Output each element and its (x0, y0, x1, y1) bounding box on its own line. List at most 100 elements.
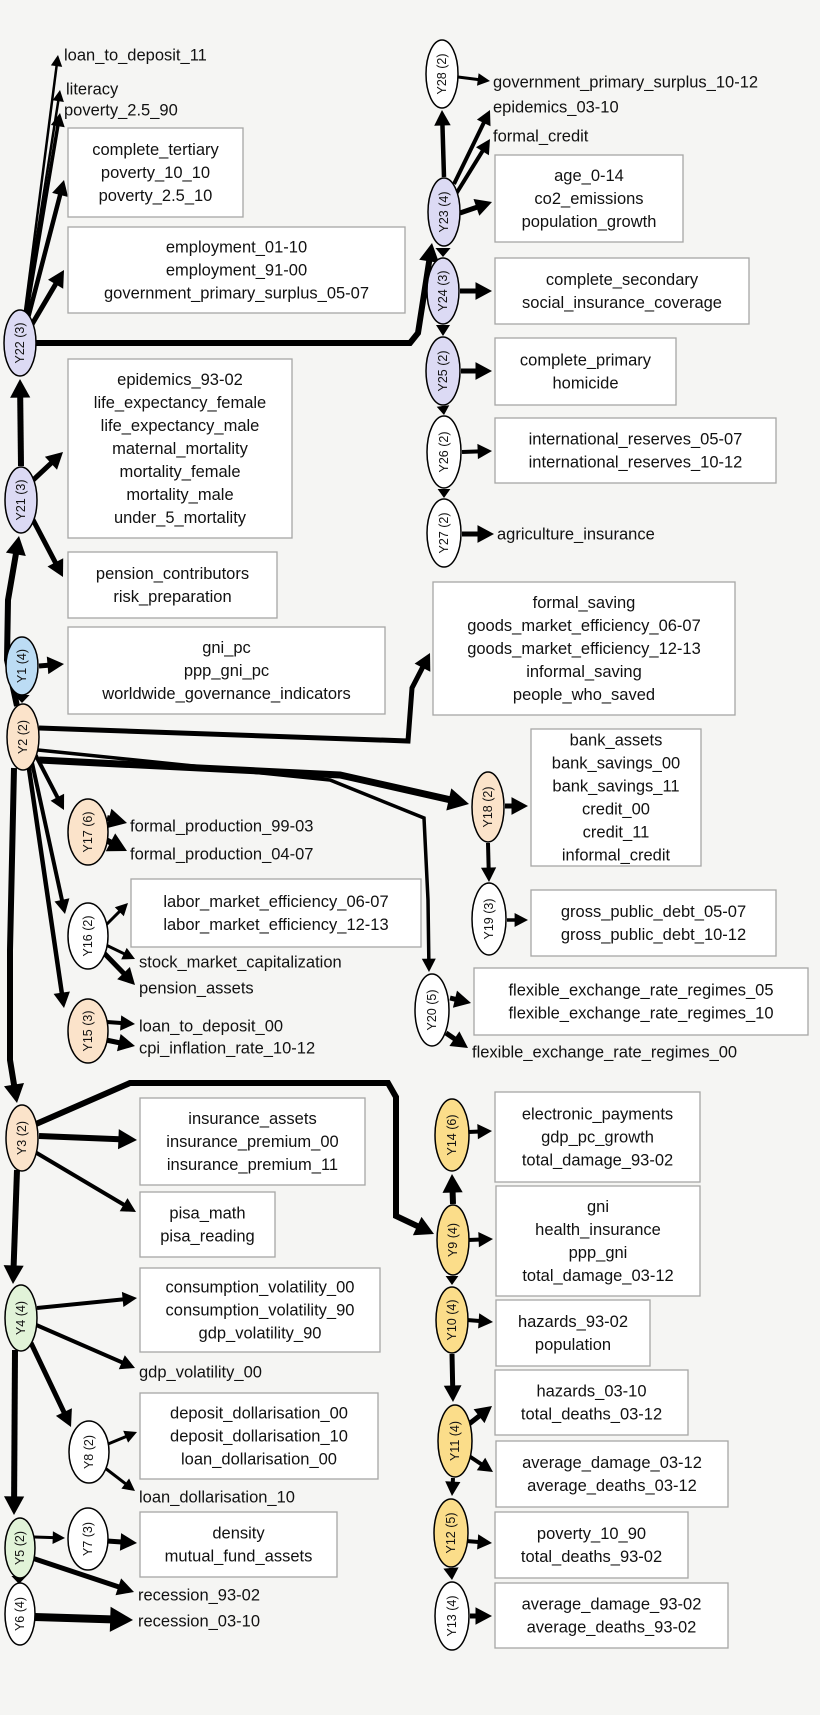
edge-arrowhead-3 (52, 180, 69, 197)
indicator-text: bank_savings_11 (552, 778, 679, 796)
indicator-text: average_deaths_03-12 (527, 1477, 697, 1495)
indicator-text: total_deaths_93-02 (521, 1548, 662, 1566)
edge-arrowhead-39 (475, 362, 492, 380)
edge-arrowhead-50 (55, 1408, 72, 1427)
edge-arrowhead-1 (52, 90, 64, 102)
indicator-text: gni (587, 1198, 609, 1216)
edge-arrowhead-30 (449, 1031, 468, 1048)
edge-arrowhead-28 (514, 913, 528, 927)
edge-arrowhead-37 (475, 282, 492, 300)
indicator-text: credit_00 (582, 801, 650, 819)
edge-arrowhead-32 (477, 73, 490, 86)
edge-arrowhead-20 (105, 833, 127, 852)
node-ellipse-Y21 (4, 466, 38, 534)
edge-arrowhead-55 (119, 1533, 137, 1551)
node-label-Y9: Y9 (4) (446, 1223, 460, 1257)
edge-arrowhead-69 (443, 1567, 459, 1580)
indicator-text: gni_pc (202, 639, 251, 657)
node-label-Y2: Y2 (2) (16, 720, 30, 754)
indicator-box-insurance: insurance_assetsinsurance_premium_00insu… (139, 1097, 366, 1186)
edge-arrowhead-23 (117, 967, 135, 985)
edge-17 (25, 761, 65, 1000)
node-ellipse-Y24 (426, 257, 460, 325)
indicator-text: insurance_premium_00 (166, 1133, 338, 1151)
indicator-box-rect-avg-damage03 (495, 1440, 729, 1508)
node-Y8: Y8 (2) (68, 1420, 110, 1484)
indicator-box-employment: employment_01-10employment_91-00governme… (67, 226, 406, 314)
indicator-box-rect-epidemics (67, 358, 293, 539)
indicator-text: maternal_mortality (112, 440, 248, 458)
indicator-box-rect-consumption (139, 1267, 381, 1353)
node-ellipse-Y5 (4, 1517, 36, 1579)
edge-arrowhead-62 (445, 1276, 459, 1285)
node-Y23: Y23 (4) (427, 177, 461, 247)
indicator-box-rect-secondary (494, 257, 750, 325)
edge-arrowhead-44 (412, 1216, 434, 1236)
edge-arrowhead-38 (436, 325, 450, 336)
edge-16 (29, 757, 66, 906)
node-Y19: Y19 (3) (471, 882, 507, 956)
indicator-box-intl-reserves: international_reserves_05-07internationa… (494, 417, 777, 484)
edge-arrowhead-67 (445, 1481, 461, 1496)
indicator-text: age_0-14 (554, 167, 624, 185)
edge-arrowhead-22 (121, 947, 135, 960)
edge-arrowhead-29 (452, 990, 471, 1008)
edge-46 (33, 1150, 130, 1210)
indicator-label-stock-market-capitalization: stock_market_capitalization (139, 954, 342, 972)
node-Y1: Y1 (4) (5, 636, 39, 696)
node-label-Y1: Y1 (4) (15, 649, 29, 683)
indicator-text: under_5_mortality (114, 509, 247, 527)
edge-arrowhead-27 (511, 797, 528, 815)
indicator-text: employment_91-00 (166, 262, 307, 280)
indicator-box-rect-gni (495, 1185, 701, 1297)
node-Y20: Y20 (5) (414, 973, 450, 1047)
indicator-text: risk_preparation (113, 588, 231, 606)
node-Y7: Y7 (3) (67, 1507, 109, 1571)
indicator-text: complete_primary (520, 352, 652, 370)
node-label-Y28: Y28 (2) (435, 54, 449, 95)
node-label-Y24: Y24 (3) (436, 271, 450, 312)
edge-arrowhead-51 (4, 1496, 25, 1515)
edge-arrowhead-4 (48, 270, 64, 289)
node-Y27: Y27 (2) (426, 498, 462, 568)
edge-50 (28, 1341, 70, 1420)
edge-arrowhead-59 (442, 1174, 463, 1193)
indicator-label-loan-to-deposit-00: loan_to_deposit_00 (139, 1018, 283, 1036)
node-Y4: Y4 (4) (4, 1284, 38, 1352)
indicator-text: population_growth (522, 213, 657, 231)
edge-arrowhead-47 (3, 1265, 24, 1284)
indicator-text: bank_assets (570, 732, 663, 750)
indicator-text: insurance_premium_11 (167, 1156, 338, 1174)
indicator-text: social_insurance_coverage (522, 294, 722, 312)
indicator-text: pisa_math (169, 1205, 245, 1223)
indicator-label-gdp-volatility-00: gdp_volatility_00 (139, 1364, 262, 1382)
edge-18 (7, 767, 19, 1093)
edge-arrowhead-6 (10, 379, 31, 398)
indicator-text: bank_savings_00 (552, 755, 680, 773)
indicator-text: deposit_dollarisation_10 (170, 1428, 348, 1446)
indicator-text: international_reserves_10-12 (529, 454, 743, 472)
edge-arrowhead-52 (123, 1430, 137, 1443)
indicator-box-rect-debt (530, 889, 777, 957)
edge-4 (28, 277, 62, 328)
edge-arrowhead-46 (119, 1198, 136, 1212)
edge-arrowhead-63 (478, 1313, 493, 1329)
indicator-label-flexible-exchange-rate-regimes-00: flexible_exchange_rate_regimes_00 (472, 1044, 737, 1062)
edge-arrowhead-65 (473, 1406, 492, 1424)
node-Y25: Y25 (2) (425, 336, 461, 406)
edge-arrowhead-43 (477, 525, 494, 543)
node-ellipse-Y23 (427, 177, 461, 247)
node-label-Y17: Y17 (6) (81, 812, 95, 853)
node-Y5: Y5 (2) (4, 1517, 36, 1579)
indicator-box-rect-employment (67, 226, 406, 314)
edge-arrowhead-31 (434, 110, 451, 126)
node-ellipse-Y26 (426, 415, 462, 489)
indicator-text: total_deaths_03-12 (521, 1406, 662, 1424)
indicator-label-formal-production-04-07: formal_production_04-07 (130, 846, 313, 864)
edge-arrowhead-66 (476, 1457, 493, 1472)
